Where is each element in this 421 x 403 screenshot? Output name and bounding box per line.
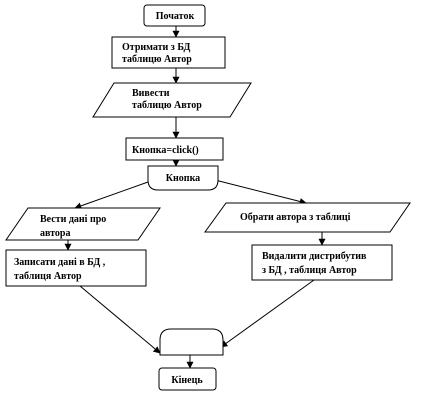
select-author-label: Обрати автора з таблиці bbox=[240, 212, 351, 223]
button-click-process bbox=[125, 137, 224, 161]
show-table-label: Вивести таблицю Автор bbox=[132, 88, 202, 111]
button-decision bbox=[147, 165, 219, 191]
merge-connector bbox=[159, 328, 224, 356]
write-db-label: Записати дані в БД , таблиця Автор bbox=[14, 257, 108, 282]
edge-delete-db-to-merge bbox=[220, 279, 315, 348]
edge-decision-to-enter-data bbox=[74, 181, 149, 210]
get-table-label: Отримати з БД таблицю Автор bbox=[122, 42, 193, 65]
show-table-io bbox=[92, 82, 252, 118]
enter-data-io bbox=[5, 207, 161, 241]
select-author-io bbox=[204, 202, 411, 233]
start-label: Початок bbox=[156, 11, 195, 22]
edge-write-db-to-merge bbox=[79, 285, 161, 354]
enter-data-label: Вести дані про автора bbox=[40, 214, 109, 239]
get-table-process bbox=[111, 36, 226, 69]
edge-decision-to-select-author bbox=[214, 179, 307, 205]
write-db-process bbox=[5, 249, 147, 287]
end-terminator bbox=[158, 367, 217, 391]
button-decision-label: Кнопка bbox=[166, 173, 200, 184]
button-click-label: Кнопка=click() bbox=[132, 145, 199, 156]
edges bbox=[64, 26, 326, 369]
delete-db-label: Видалити дистрибутив з БД , таблиця Авто… bbox=[262, 251, 369, 276]
end-label: Кінець bbox=[171, 375, 203, 386]
delete-db-process bbox=[251, 244, 393, 281]
start-terminator bbox=[143, 4, 206, 27]
